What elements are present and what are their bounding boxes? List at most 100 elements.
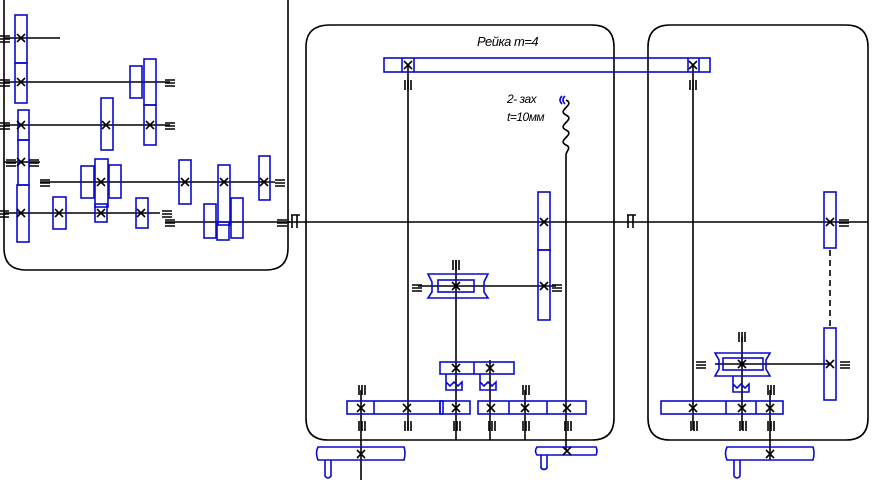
fixed-gear-mark (180, 177, 190, 187)
bearing-mark (40, 179, 50, 187)
fixed-gear-mark (451, 281, 461, 291)
bearing-mark (165, 219, 175, 227)
gear (52, 196, 67, 230)
bearing-mark (0, 79, 10, 87)
gear (143, 104, 157, 146)
coupling-mark (291, 214, 300, 228)
bearing-mark (162, 210, 172, 218)
bearing-mark (522, 385, 530, 395)
gear (108, 164, 122, 199)
bearing-mark (277, 219, 287, 227)
bearing-mark (0, 210, 9, 218)
worm-starts-label: 2- зах (507, 92, 537, 106)
bearing-mark (358, 421, 366, 431)
fixed-gear-mark (520, 403, 530, 413)
fixed-gear-mark (485, 363, 495, 373)
bearing-mark (738, 332, 746, 342)
gears (14, 14, 837, 479)
fixed-gear-mark (737, 359, 747, 369)
dog-clutch (732, 376, 750, 393)
gear (178, 159, 192, 205)
fixed-gear-mark (539, 281, 549, 291)
gear (14, 62, 28, 104)
bearing-mark (839, 219, 849, 227)
gear (230, 197, 244, 239)
fixed-gear-mark (737, 403, 747, 413)
gear (477, 400, 587, 415)
housing-frames (3, 0, 869, 441)
gear (94, 158, 109, 208)
fixed-gear-mark (539, 217, 549, 227)
fixed-gear-mark (54, 208, 64, 218)
bearing-mark (689, 80, 697, 90)
fixed-gear-mark (101, 120, 111, 130)
gear (439, 400, 471, 415)
gear (217, 164, 231, 226)
fixed-gear-mark (403, 60, 413, 70)
fixed-gear-mark (16, 77, 26, 87)
gear (100, 97, 114, 151)
fixed-gear-mark (451, 363, 461, 373)
fixed-gear-mark (136, 208, 146, 218)
fixed-gear-mark (688, 403, 698, 413)
gear (216, 221, 230, 241)
gear (346, 400, 444, 415)
gear (16, 184, 30, 243)
gear (258, 155, 271, 201)
gear (203, 203, 217, 239)
fixed-gear-mark (145, 120, 155, 130)
clutch-sleeve (437, 279, 475, 293)
fixed-gear-mark (96, 208, 106, 218)
gear (80, 165, 95, 199)
gearbox-housing (3, 0, 289, 271)
gear (94, 203, 108, 223)
fixed-gear-mark (219, 177, 229, 187)
fixed-gear-mark (402, 403, 412, 413)
worm-mark (559, 95, 566, 105)
clutch (426, 273, 490, 299)
gear (660, 400, 784, 415)
gear (823, 327, 837, 401)
bearing-mark (522, 421, 530, 431)
bearing-mark (739, 421, 747, 431)
bearing-mark (690, 421, 698, 431)
fixed-gear-mark (356, 403, 366, 413)
fixed-gear-mark (16, 33, 26, 43)
handwheel (315, 446, 406, 479)
gear (129, 65, 143, 99)
fixed-gear-mark (451, 403, 461, 413)
handwheel (534, 446, 598, 471)
fixed-gear-mark (562, 403, 572, 413)
bearing-mark (404, 80, 412, 90)
fixed-gear-mark (96, 177, 106, 187)
carriage-housing (647, 24, 869, 441)
bearing-mark (29, 159, 39, 167)
fixed-gear-mark (562, 446, 572, 456)
fixed-gear-mark (16, 157, 26, 167)
fixed-gear-mark (486, 403, 496, 413)
fixed-gear-mark (356, 449, 366, 459)
bearing-mark (840, 361, 850, 369)
bearing-mark (488, 421, 496, 431)
worm-pitch-label: t=10мм (507, 110, 545, 124)
rack (383, 57, 711, 73)
clutch-sleeve (722, 357, 764, 371)
fixed-gear-mark (688, 60, 698, 70)
clutch (713, 352, 772, 377)
bearing-mark (404, 421, 412, 431)
apron-housing (305, 24, 615, 441)
bearing-mark (453, 421, 461, 431)
fixed-gear-mark (16, 120, 26, 130)
gear (823, 191, 837, 249)
bearing-mark (358, 385, 366, 395)
dog-clutch (445, 374, 497, 391)
bearing-mark (275, 179, 285, 187)
gear (135, 197, 149, 229)
bearing-mark (0, 122, 10, 130)
coupling-mark (627, 214, 636, 228)
fixed-gear-mark (825, 359, 835, 369)
bearing-mark (564, 421, 572, 431)
fixed-gear-mark (765, 403, 775, 413)
bearing-marks (0, 33, 850, 459)
